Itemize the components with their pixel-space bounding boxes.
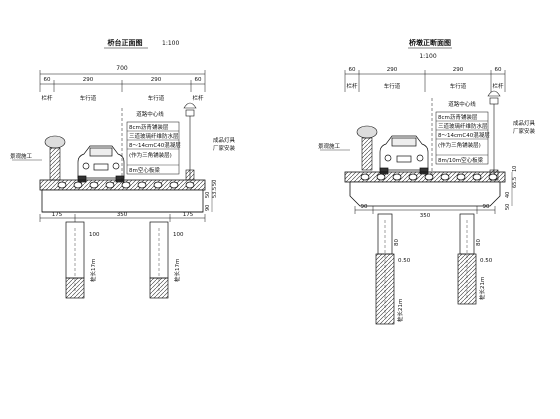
left-label-railing: 栏杆 — [41, 94, 53, 102]
right-dim-sidewalk-l: 60 — [349, 67, 356, 73]
right-top-dimensions — [344, 70, 506, 92]
left-side-c: 53.5 — [212, 187, 218, 198]
right-lamp-post — [487, 90, 501, 181]
right-layer-2: 三道玻璃纤维防水层 — [438, 122, 488, 130]
right-label-lane-r: 车行道 — [450, 82, 467, 90]
right-layer-0: 道路中心线 — [448, 100, 476, 108]
right-layer-4: (作为三角铺装层) — [438, 141, 481, 149]
left-dim-pier-r: 175 — [183, 212, 194, 218]
left-dim-sidewalk-r: 60 — [195, 77, 202, 83]
right-label-lane-l: 车行道 — [384, 82, 401, 90]
left-pile-len-r: 桩长17m — [173, 259, 181, 282]
left-layer-0: 道路中心线 — [136, 110, 164, 118]
left-dim-pier-span: 350 — [117, 212, 128, 218]
right-planter — [356, 125, 378, 171]
left-section-drawing: 桥台正面图 1:100 700 60 290 290 60 栏杆 车行道 车行道… — [10, 38, 236, 299]
left-layer-5: 8m空心板梁 — [129, 166, 160, 174]
left-pier-dims — [39, 214, 206, 222]
right-piles — [375, 213, 477, 325]
right-layer-1: 8cm沥青铺装层 — [438, 113, 478, 121]
right-dim-pier-span: 350 — [420, 213, 431, 219]
left-side-a: 90 — [205, 205, 211, 211]
left-dim-lane-l: 290 — [83, 77, 94, 83]
right-dim-pier-l: 90 — [361, 204, 368, 210]
left-label-lamp: 成品灯具 — [213, 136, 236, 144]
right-side-b: 40 — [505, 192, 511, 198]
right-layer-3: 8～14cmC40混凝层 — [438, 131, 490, 139]
left-title: 桥台正面图 — [108, 38, 143, 47]
left-layer-1: 8cm沥青铺装层 — [129, 123, 169, 131]
right-label-railing-r: 栏杆 — [492, 82, 504, 90]
left-label-lane-r: 车行道 — [148, 94, 165, 102]
right-dim-pier-r: 90 — [483, 204, 490, 210]
left-layers-callout: 道路中心线 8cm沥青铺装层 三道玻璃纤维防水层 8～14cmC40混凝层 (作… — [121, 108, 181, 182]
right-label-lamp-note: 厂家安装 — [513, 127, 536, 135]
left-label-lamp-note: 厂家安装 — [213, 144, 236, 152]
left-label-railing-r: 栏杆 — [192, 94, 204, 102]
left-planter — [44, 135, 66, 181]
right-dim-sidewalk-r: 60 — [495, 67, 502, 73]
right-label-lamp: 成品灯具 — [513, 119, 536, 127]
left-side-dims: 90 50 53.5 50 — [205, 180, 218, 212]
right-label-railing: 栏杆 — [346, 82, 358, 90]
right-scale: 1:100 — [419, 53, 436, 60]
left-lamp-post — [183, 102, 197, 181]
left-dim-pile-l: 100 — [89, 232, 100, 238]
left-top-dimensions — [39, 70, 206, 92]
left-deck — [39, 179, 206, 213]
left-side-b: 50 — [205, 192, 211, 198]
left-label-landscape: 景观施工 — [10, 152, 33, 160]
left-side-d: 50 — [212, 180, 218, 186]
left-layer-2: 三道玻璃纤维防水层 — [129, 132, 179, 140]
right-deck — [344, 171, 506, 207]
left-dim-lane-r: 290 — [151, 77, 162, 83]
right-layers-callout: 道路中心线 8cm沥青铺装层 三道玻璃纤维防水层 8～14cmC40混凝层 (作… — [431, 98, 490, 180]
right-side-d: 10 — [512, 166, 518, 172]
left-piles — [65, 221, 169, 299]
right-dim-pile-r: 80 — [476, 239, 482, 246]
left-layer-4: (作为三角铺装层) — [129, 151, 172, 159]
right-section-drawing: 桥墩正断面图 1:100 60 290 290 60 栏杆 车行道 车行道 栏杆 — [318, 38, 536, 325]
right-dim-lane-l: 290 — [387, 67, 398, 73]
left-layer-3: 8～14cmC40混凝层 — [129, 141, 181, 149]
right-side-a: 50 — [505, 204, 511, 210]
right-label-landscape: 景观施工 — [318, 142, 341, 150]
right-dim-pile-l: 80 — [394, 239, 400, 246]
right-pile-len-l: 桩长21m — [396, 299, 404, 322]
left-dim-pile-r: 100 — [173, 232, 184, 238]
right-side-dims: 50 40 65.5 10 — [505, 166, 518, 210]
right-pile-len-r: 桩长21m — [478, 277, 486, 300]
right-pile-dim-l: 0.50 — [398, 258, 411, 264]
right-pile-dim-r: 0.50 — [480, 258, 493, 264]
left-label-lane-l: 车行道 — [80, 94, 97, 102]
right-car — [379, 135, 429, 175]
right-layer-5: 8m/10m空心板梁 — [438, 156, 484, 164]
right-side-c: 65.5 — [512, 177, 518, 188]
right-title: 桥墩正断面图 — [409, 38, 451, 47]
left-dim-total: 700 — [116, 65, 128, 72]
left-scale: 1:100 — [162, 40, 179, 47]
left-dim-sidewalk-l: 60 — [44, 77, 51, 83]
left-pile-len-l: 桩长17m — [89, 259, 97, 282]
right-dim-lane-r: 290 — [453, 67, 464, 73]
left-car — [77, 145, 125, 183]
left-dim-pier-l: 175 — [52, 212, 63, 218]
right-pier-dims — [354, 206, 496, 214]
